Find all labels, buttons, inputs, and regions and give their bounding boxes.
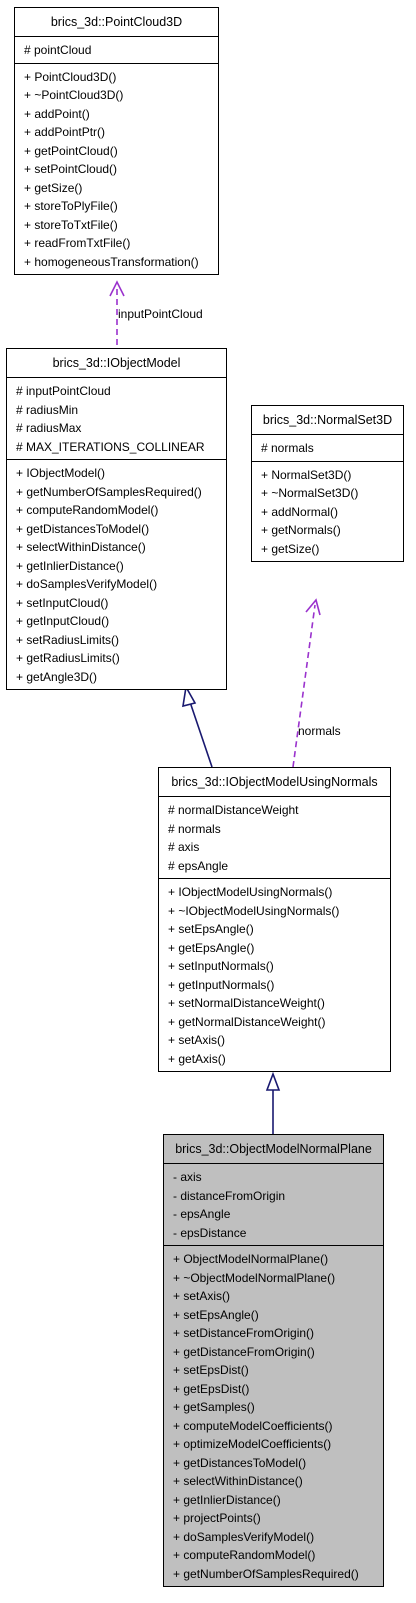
attribute-row: - epsDistance	[173, 1225, 247, 1240]
method-row: + getDistancesToModel()	[16, 521, 150, 536]
method-row: + optimizeModelCoefficients()	[173, 1437, 332, 1451]
method-row: + storeToPlyFile()	[24, 199, 118, 213]
attribute-row: - distanceFromOrigin	[173, 1188, 286, 1203]
methods-section: + ObjectModelNormalPlane() + ~ObjectModel…	[164, 1246, 383, 1586]
method-row: + addPoint()	[24, 106, 90, 121]
method-row: + homogeneousTransformation()	[24, 254, 199, 269]
attributes-section: # normalDistanceWeight # normals # axis # e…	[159, 797, 390, 879]
attribute-row: # pointCloud	[24, 43, 92, 57]
usage-arrowhead-normals	[305, 598, 321, 616]
class-title: brics_3d::NormalSet3D	[252, 406, 403, 435]
attribute-row: # radiusMin	[16, 402, 79, 417]
attributes-section: # pointCloud	[15, 37, 218, 64]
class-box-iobjectmodel: brics_3d::IObjectModel# inputPointCloud#…	[6, 348, 227, 690]
method-row: + doSamplesVerifyModel()	[16, 577, 158, 591]
method-row: + doSamplesVerifyModel()	[173, 1529, 315, 1544]
method-row: + ObjectModelNormalPlane()	[173, 1252, 329, 1266]
method-row: + getSize()	[24, 180, 83, 195]
attribute-row: # epsAngle	[168, 858, 229, 873]
edge-label-input-point-cloud: inputPointCloud	[118, 307, 203, 321]
inheritance-triangle-iobjectmodelusingnormals	[265, 1071, 281, 1091]
method-row: + selectWithinDistance()	[16, 540, 146, 554]
attribute-row: # normalDistanceWeight	[168, 803, 299, 817]
class-title: brics_3d::IObjectModel	[7, 349, 226, 378]
inheritance-triangle-iobjectmodel	[182, 684, 197, 708]
method-row: + getInlierDistance()	[16, 558, 124, 573]
attribute-row: # inputPointCloud	[16, 384, 111, 398]
attributes-section: # normals	[252, 435, 403, 462]
attributes-section: - axis - distanceFromOrigin - epsAngle - ep…	[164, 1164, 383, 1246]
attribute-row: # radiusMax	[16, 421, 82, 435]
method-row: + computeRandomModel()	[16, 503, 159, 517]
attribute-row: # MAX_ITERATIONS_COLLINEAR	[16, 439, 205, 454]
method-row: + getNormalDistanceWeight()	[168, 1014, 326, 1029]
method-row: + getInputCloud()	[16, 614, 110, 628]
method-row: + getAxis()	[168, 1051, 226, 1066]
class-box-objectmodelnormalplane: brics_3d::ObjectModelNormalPlane- axis- …	[163, 1134, 384, 1587]
method-row: + storeToTxtFile()	[24, 217, 118, 232]
attribute-row: - epsAngle	[173, 1207, 231, 1221]
method-row: + addPointPtr()	[24, 125, 106, 139]
attributes-section: # inputPointCloud # radiusMin # radiusMax #…	[7, 378, 226, 460]
method-row: + setRadiusLimits()	[16, 632, 120, 647]
class-box-normalset3d: brics_3d::NormalSet3D# normals+ NormalSe…	[251, 405, 404, 562]
method-row: + projectPoints()	[173, 1511, 261, 1525]
attribute-row: - axis	[173, 1170, 202, 1184]
method-row: + computeModelCoefficients()	[173, 1418, 333, 1433]
method-row: + NormalSet3D()	[261, 467, 352, 482]
edge-label-normals: normals	[298, 724, 341, 738]
method-row: + setEpsAngle()	[168, 922, 254, 936]
method-row: + getInputNormals()	[168, 977, 275, 992]
method-row: + ~PointCloud3D()	[24, 88, 124, 102]
method-row: + setDistanceFromOrigin()	[173, 1326, 315, 1340]
method-row: + getEpsAngle()	[168, 940, 255, 955]
method-row: + setAxis()	[168, 1033, 226, 1047]
method-row: + setInputNormals()	[168, 959, 274, 973]
method-row: + addNormal()	[261, 504, 339, 519]
method-row: + setNormalDistanceWeight()	[168, 996, 325, 1010]
method-row: + getNumberOfSamplesRequired()	[173, 1566, 359, 1581]
method-row: + selectWithinDistance()	[173, 1474, 303, 1488]
class-title: brics_3d::IObjectModelUsingNormals	[159, 768, 390, 797]
inheritance-edge-iobjectmodel	[189, 701, 213, 768]
class-box-iobjectmodelusingnormals: brics_3d::IObjectModelUsingNormals# norm…	[158, 767, 391, 1072]
method-row: + ~ObjectModelNormalPlane()	[173, 1270, 336, 1285]
method-row: + setInputCloud()	[16, 595, 109, 610]
method-row: + setEpsDist()	[173, 1363, 249, 1377]
attribute-row: # axis	[168, 840, 200, 854]
method-row: + getDistanceFromOrigin()	[173, 1344, 315, 1359]
method-row: + setEpsAngle()	[173, 1307, 259, 1322]
method-row: + getAngle3D()	[16, 669, 98, 684]
method-row: + setAxis()	[173, 1289, 231, 1303]
method-row: + IObjectModel()	[16, 466, 106, 480]
class-box-pointcloud3d: brics_3d::PointCloud3D# pointCloud+ Poin…	[14, 7, 219, 275]
method-row: + readFromTxtFile()	[24, 236, 131, 250]
method-row: + getRadiusLimits()	[16, 651, 120, 665]
method-row: + PointCloud3D()	[24, 69, 117, 84]
method-row: + getPointCloud()	[24, 143, 118, 158]
class-title: brics_3d::ObjectModelNormalPlane	[164, 1135, 383, 1164]
methods-section: + IObjectModelUsingNormals() + ~IObjectMo…	[159, 879, 390, 1071]
method-row: + getSize()	[261, 541, 320, 556]
attribute-row: # normals	[261, 441, 314, 455]
usage-arrowhead-input-point-cloud	[109, 280, 125, 297]
method-row: + getNumberOfSamplesRequired()	[16, 484, 202, 499]
methods-section: + NormalSet3D() + ~NormalSet3D() + addNorm…	[252, 462, 403, 562]
methods-section: + PointCloud3D() + ~PointCloud3D() + addPo…	[15, 64, 218, 275]
method-row: + getNormals()	[261, 523, 341, 537]
attribute-row: # normals	[168, 821, 221, 836]
method-row: + ~NormalSet3D()	[261, 486, 359, 500]
method-row: + computeRandomModel()	[173, 1548, 316, 1562]
method-row: + getSamples()	[173, 1400, 255, 1414]
method-row: + getInlierDistance()	[173, 1492, 281, 1507]
usage-edge-normals	[292, 604, 316, 768]
class-title: brics_3d::PointCloud3D	[15, 8, 218, 37]
method-row: + setPointCloud()	[24, 162, 118, 176]
method-row: + getDistancesToModel()	[173, 1455, 307, 1470]
method-row: + getEpsDist()	[173, 1381, 250, 1396]
method-row: + ~IObjectModelUsingNormals()	[168, 903, 340, 918]
method-row: + IObjectModelUsingNormals()	[168, 885, 333, 899]
methods-section: + IObjectModel() + getNumberOfSamplesRequ…	[7, 460, 226, 689]
